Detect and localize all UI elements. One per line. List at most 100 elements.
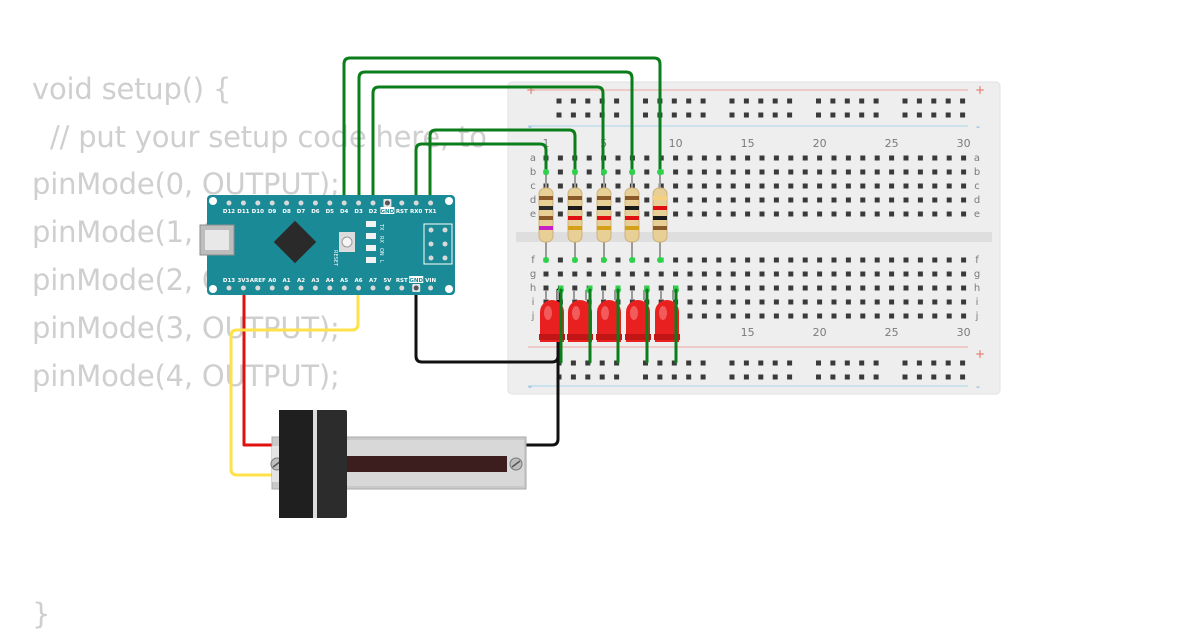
red-led[interactable] [539,287,565,342]
rail-hole[interactable] [686,374,692,380]
breadboard-hole[interactable] [701,169,707,175]
breadboard-hole[interactable] [788,313,794,319]
breadboard-hole[interactable] [745,169,751,175]
rail-hole[interactable] [643,360,648,366]
breadboard-hole[interactable] [961,211,967,217]
green-wire[interactable] [414,142,548,210]
breadboard-hole[interactable] [759,211,765,217]
breadboard-hole[interactable] [788,211,794,217]
rail-hole[interactable] [945,360,951,366]
breadboard-hole[interactable] [557,271,563,277]
breadboard-hole[interactable] [946,169,952,175]
breadboard-hole[interactable] [889,197,895,203]
breadboard-hole[interactable] [543,285,549,291]
breadboard-hole[interactable] [946,211,952,217]
breadboard-hole[interactable] [773,211,779,217]
breadboard-hole[interactable] [802,197,808,203]
breadboard-hole[interactable] [831,257,837,263]
breadboard-hole[interactable] [572,271,578,277]
rail-hole[interactable] [585,360,591,366]
breadboard-hole[interactable] [701,313,707,319]
breadboard-hole[interactable] [946,285,952,291]
rail-hole[interactable] [902,112,908,118]
breadboard-hole[interactable] [716,155,722,161]
rail-hole[interactable] [570,98,576,104]
rail-hole[interactable] [830,98,836,104]
breadboard-hole[interactable] [673,155,679,161]
breadboard-hole[interactable] [658,183,664,189]
rail-hole[interactable] [686,98,692,104]
breadboard-hole[interactable] [716,271,722,277]
breadboard-hole[interactable] [874,155,880,161]
breadboard-hole[interactable] [860,155,866,161]
breadboard-hole[interactable] [716,211,722,217]
rail-hole[interactable] [859,360,865,366]
rail-hole[interactable] [585,374,591,380]
rail-hole[interactable] [830,374,836,380]
resistors[interactable] [538,169,668,263]
breadboard-hole[interactable] [701,257,707,263]
resistor[interactable] [538,169,554,263]
breadboard-hole[interactable] [845,257,851,263]
rail-hole[interactable] [844,374,850,380]
rail-hole[interactable] [916,98,922,104]
breadboard-hole[interactable] [889,155,895,161]
green-wire[interactable] [428,128,577,210]
rail-hole[interactable] [787,360,793,366]
breadboard-hole[interactable] [745,271,751,277]
breadboard-hole[interactable] [745,299,751,305]
breadboard-hole[interactable] [745,155,751,161]
breadboard-hole[interactable] [644,211,650,217]
breadboard-hole[interactable] [817,271,823,277]
rail-hole[interactable] [671,112,677,118]
rail-hole[interactable] [729,98,735,104]
rail-hole[interactable] [816,360,821,366]
rail-hole[interactable] [729,374,735,380]
breadboard-hole[interactable] [802,285,808,291]
breadboard-hole[interactable] [745,211,751,217]
breadboard-hole[interactable] [543,271,549,277]
breadboard-hole[interactable] [889,313,895,319]
breadboard-hole[interactable] [932,169,938,175]
breadboard-hole[interactable] [802,299,808,305]
breadboard-hole[interactable] [586,155,592,161]
rail-hole[interactable] [859,374,865,380]
breadboard-hole[interactable] [889,271,895,277]
breadboard-hole[interactable] [557,257,563,263]
breadboard-hole[interactable] [572,285,578,291]
breadboard-hole[interactable] [903,183,909,189]
breadboard-hole[interactable] [903,211,909,217]
breadboard-hole[interactable] [917,271,923,277]
rail-hole[interactable] [671,360,677,366]
rail-hole[interactable] [787,374,793,380]
breadboard-hole[interactable] [860,257,866,263]
rail-hole[interactable] [686,112,692,118]
breadboard-hole[interactable] [601,271,607,277]
rail-hole[interactable] [873,360,879,366]
breadboard-hole[interactable] [874,313,880,319]
breadboard-hole[interactable] [817,155,823,161]
breadboard-hole[interactable] [845,211,851,217]
breadboard-hole[interactable] [716,197,722,203]
breadboard-hole[interactable] [889,211,895,217]
breadboard-hole[interactable] [687,211,693,217]
breadboard-hole[interactable] [874,285,880,291]
breadboard-hole[interactable] [673,197,679,203]
rail-hole[interactable] [859,98,865,104]
breadboard-hole[interactable] [860,299,866,305]
breadboard-hole[interactable] [788,155,794,161]
breadboard-hole[interactable] [845,197,851,203]
resistor[interactable] [652,169,668,263]
breadboard-hole[interactable] [860,211,866,217]
breadboard-hole[interactable] [845,155,851,161]
breadboard-hole[interactable] [644,155,650,161]
rail-hole[interactable] [945,98,951,104]
rail-hole[interactable] [614,360,620,366]
breadboard-hole[interactable] [644,183,650,189]
breadboard-hole[interactable] [917,257,923,263]
breadboard-hole[interactable] [802,271,808,277]
breadboard-hole[interactable] [903,299,909,305]
breadboard-hole[interactable] [716,299,722,305]
rail-hole[interactable] [743,112,749,118]
